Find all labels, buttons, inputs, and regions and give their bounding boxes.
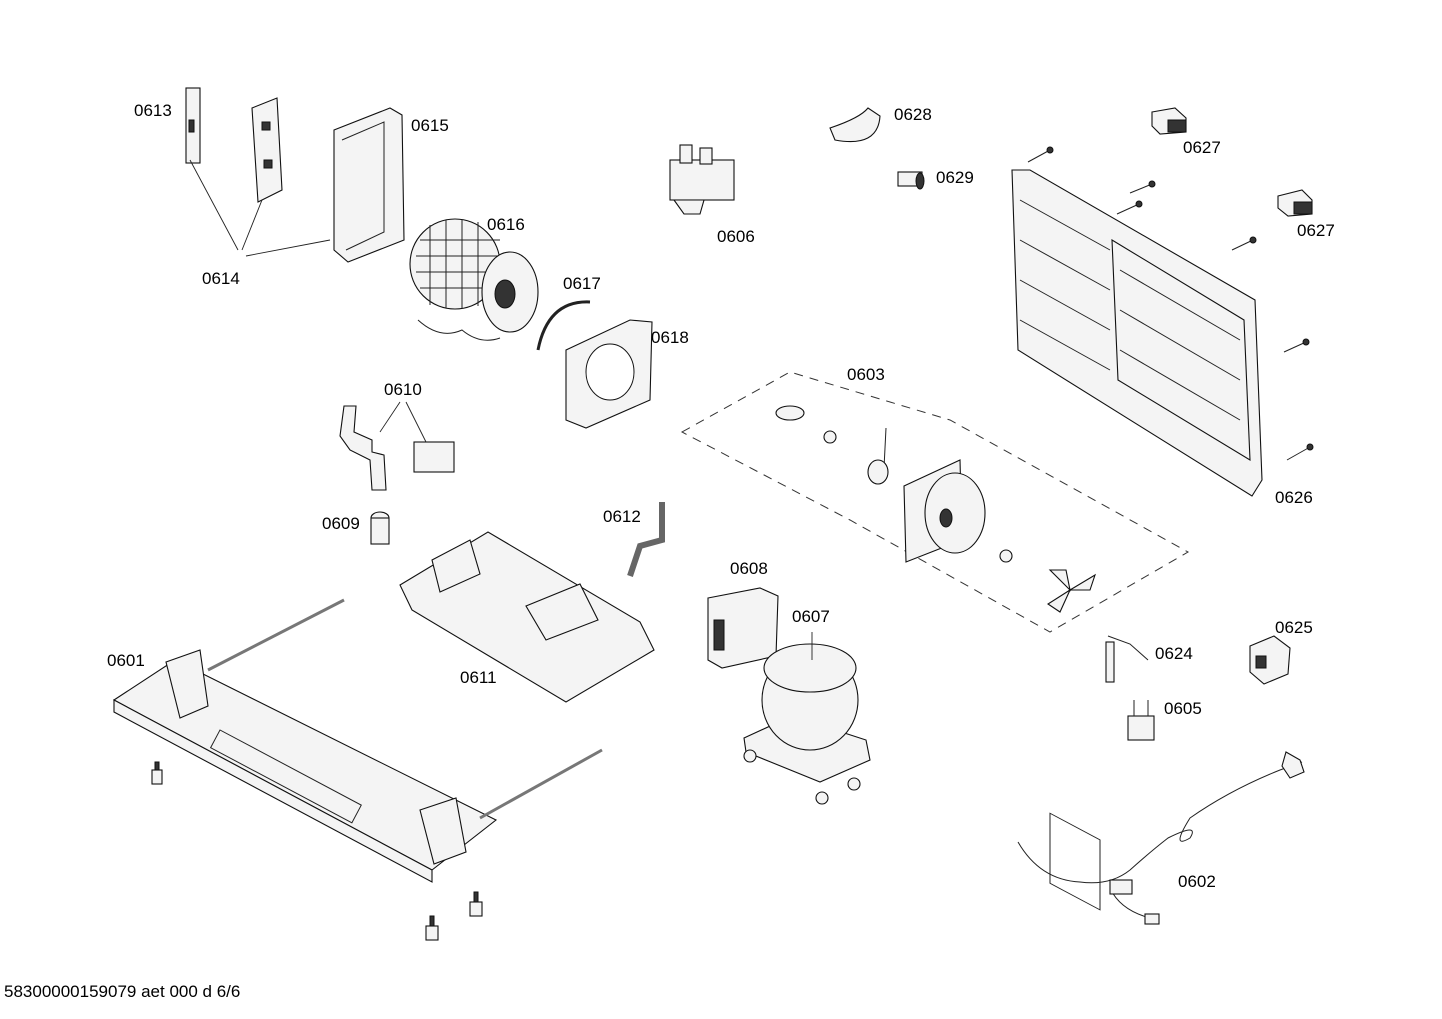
part-0614-control-board bbox=[251, 97, 283, 203]
label-0624: 0624 bbox=[1155, 644, 1193, 663]
leader-line bbox=[245, 239, 331, 257]
leader-line bbox=[189, 159, 239, 251]
part-0609-grommet bbox=[370, 511, 390, 545]
leader-line bbox=[241, 199, 263, 251]
label-0606: 0606 bbox=[717, 227, 755, 246]
label-0627-b: 0627 bbox=[1297, 221, 1335, 240]
part-0607-compressor bbox=[743, 632, 871, 805]
label-0610: 0610 bbox=[384, 380, 422, 399]
label-0629: 0629 bbox=[936, 168, 974, 187]
label-0607: 0607 bbox=[792, 607, 830, 626]
part-0611-drip-tray bbox=[399, 531, 655, 703]
label-0613: 0613 bbox=[134, 101, 172, 120]
part-0602-power-cord bbox=[1017, 751, 1305, 925]
label-0615: 0615 bbox=[411, 116, 449, 135]
label-0617: 0617 bbox=[563, 274, 601, 293]
base-screw bbox=[469, 891, 483, 917]
base-screw bbox=[425, 915, 439, 941]
label-0602: 0602 bbox=[1178, 872, 1216, 891]
part-0629-fitting bbox=[897, 171, 925, 190]
part-0613-bracket bbox=[185, 87, 201, 164]
part-0601-base-frame bbox=[112, 598, 603, 941]
part-0608-relay-box bbox=[707, 587, 779, 669]
part-0612-drain-pipe bbox=[627, 502, 665, 577]
label-0626: 0626 bbox=[1275, 488, 1313, 507]
label-0628: 0628 bbox=[894, 105, 932, 124]
part-0625-terminal bbox=[1249, 635, 1291, 685]
part-0603-group-outline bbox=[680, 371, 1190, 633]
part-0627-cap-a bbox=[1151, 107, 1187, 135]
label-0601: 0601 bbox=[107, 651, 145, 670]
part-0616-condenser-coil bbox=[409, 218, 539, 341]
document-id-footer: 58300000159079 aet 000 d 6/6 bbox=[4, 982, 241, 1001]
label-0616: 0616 bbox=[487, 215, 525, 234]
part-0626-back-panel bbox=[1011, 169, 1263, 911]
base-screw bbox=[151, 761, 163, 785]
part-0628-bumper bbox=[829, 107, 881, 143]
label-0612: 0612 bbox=[603, 507, 641, 526]
part-0603-fan-assembly bbox=[775, 405, 1096, 613]
part-0627-cap-b bbox=[1277, 189, 1313, 217]
label-0614: 0614 bbox=[202, 269, 240, 288]
label-0625: 0625 bbox=[1275, 618, 1313, 637]
label-0603: 0603 bbox=[847, 365, 885, 384]
label-0609: 0609 bbox=[322, 514, 360, 533]
panel-screws bbox=[1027, 146, 1314, 461]
part-0615-control-cover bbox=[333, 107, 405, 263]
label-0627-a: 0627 bbox=[1183, 138, 1221, 157]
part-0606-water-valve bbox=[669, 144, 735, 215]
part-0610-drain-hose bbox=[339, 401, 455, 491]
part-0605-start-relay bbox=[1127, 700, 1155, 741]
part-0617-clip bbox=[536, 300, 591, 351]
label-0605: 0605 bbox=[1164, 699, 1202, 718]
label-0608: 0608 bbox=[730, 559, 768, 578]
label-0618: 0618 bbox=[651, 328, 689, 347]
label-0611: 0611 bbox=[460, 668, 497, 687]
part-0624-sensor bbox=[1105, 635, 1149, 683]
part-0618-fan-housing bbox=[565, 319, 653, 429]
